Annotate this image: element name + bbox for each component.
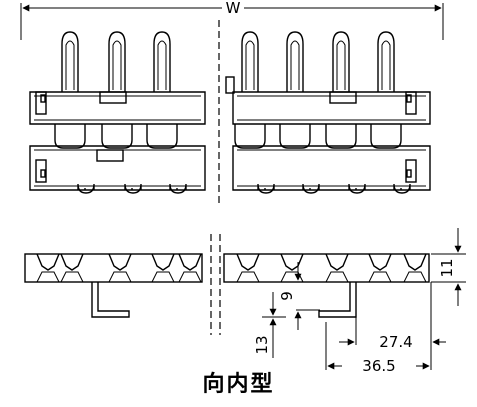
finger-mid — [325, 124, 357, 149]
finger-row-bottom — [77, 183, 411, 194]
sprocket-pocket — [108, 253, 132, 271]
finger-up — [61, 31, 79, 92]
finger-up — [153, 31, 171, 92]
finger-up — [241, 31, 259, 92]
finger-mid — [54, 124, 86, 149]
sprocket-pockets — [36, 253, 427, 283]
tab-dimension: 13 — [253, 292, 286, 358]
height-label: 11 — [438, 258, 456, 277]
finger-down — [348, 183, 366, 194]
finger-down — [302, 183, 320, 194]
finger-up — [377, 31, 395, 92]
sprocket-pocket — [36, 253, 60, 271]
finger-down — [169, 183, 187, 194]
finger-mid — [370, 124, 402, 149]
sprocket-pocket — [325, 253, 349, 271]
outer-pitch-label: 36.5 — [362, 357, 395, 375]
finger-mid — [146, 124, 178, 149]
finger-down — [124, 183, 142, 194]
finger-down — [77, 183, 95, 194]
finger-up — [332, 31, 350, 92]
finger-mid — [101, 124, 133, 149]
finger-down — [393, 183, 411, 194]
finger-up — [108, 31, 126, 92]
sprocket-pocket — [368, 253, 392, 271]
sprocket-pocket — [151, 253, 175, 271]
width-label: W — [226, 0, 241, 17]
edge-pin-left — [35, 91, 47, 183]
sprocket-pocket — [280, 253, 304, 271]
finger-down — [257, 183, 275, 194]
side-view — [24, 234, 430, 335]
edge-pin-right — [405, 91, 417, 183]
offset-dimension: 9 — [278, 262, 320, 330]
tab-label: 13 — [253, 335, 271, 354]
top-view — [29, 20, 431, 205]
finger-mid — [279, 124, 311, 149]
caption: 向内型 — [202, 372, 275, 397]
sprocket-pocket — [236, 253, 260, 271]
offset-label: 9 — [278, 291, 296, 301]
sprocket-pocket — [403, 253, 427, 271]
sprocket-pocket — [178, 253, 202, 271]
pitch-dimensions: 27.4 36.5 — [325, 282, 446, 375]
sprocket-pocket — [60, 253, 84, 271]
finger-up — [286, 31, 304, 92]
finger-row-top — [54, 31, 402, 149]
width-dimension: W — [20, 0, 444, 40]
height-dimension: 11 — [431, 228, 466, 306]
inner-pitch-label: 27.4 — [379, 333, 412, 351]
finger-mid — [234, 124, 266, 149]
